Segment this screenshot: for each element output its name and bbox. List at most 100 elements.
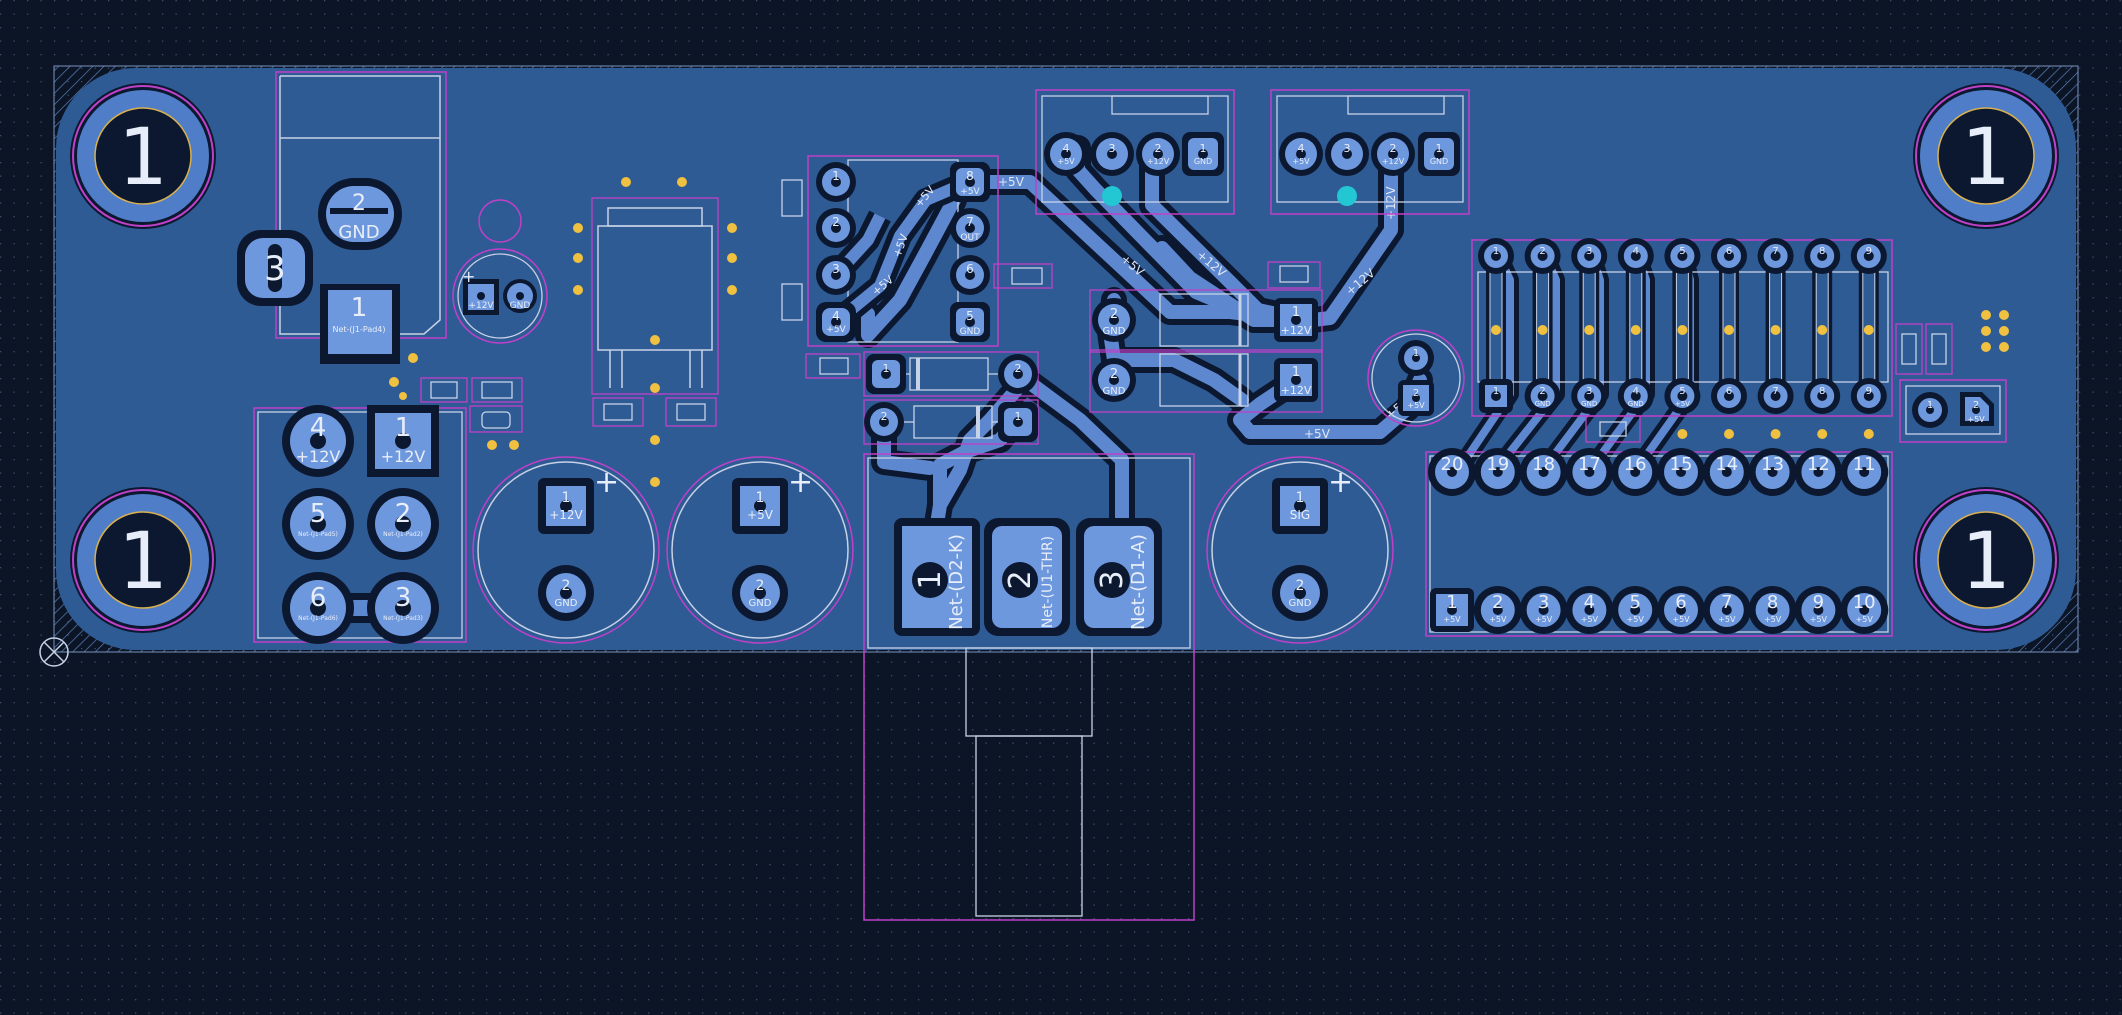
mounting-hole-tr[interactable]: 1 [1912, 82, 2060, 230]
mounting-hole-bl[interactable]: 1 [69, 486, 217, 634]
pad-number: 1 [395, 413, 412, 443]
ic20-bottom-pin[interactable]: 2+5V [1473, 586, 1522, 634]
pin-number: 1 [913, 570, 948, 589]
pin-number: 4 [1633, 246, 1639, 257]
ic20-top-pin[interactable]: 16 [1611, 448, 1660, 496]
ic20-top-pin[interactable]: 13 [1748, 448, 1797, 496]
pad-5[interactable]: 5 Net-(J1-Pad5) [282, 488, 354, 560]
capacitor-5v[interactable]: + 1 +5V 2 GND [666, 456, 854, 644]
connector-row-1[interactable]: 2 GND 1 +12V [1089, 289, 1323, 353]
resistor-top-pin[interactable]: 4 [1617, 238, 1654, 274]
pad-4[interactable]: 4 +12V [282, 405, 354, 477]
ic20-top-pin[interactable]: 19 [1473, 448, 1522, 496]
ic20-bottom-pin[interactable]: 4+5V [1565, 586, 1614, 634]
resistor-top-pin[interactable]: 1 [1478, 238, 1514, 274]
resistor-bottom-pin[interactable]: 1 [1479, 379, 1513, 413]
pin-net: +12V [1281, 384, 1312, 397]
capacitor-12v[interactable]: + 1 +12V 2 GND [472, 456, 660, 644]
small-capacitor[interactable]: + +12V GND [452, 248, 548, 344]
header-4pin-b[interactable]: 4 +5V 3 2 +12V 1 GND [1270, 89, 1470, 215]
pad-net: GND [1289, 598, 1312, 609]
resistor-bottom-pin[interactable]: 9 [1850, 378, 1887, 414]
pin-net: GND [1430, 157, 1448, 166]
ic20-bottom-pin[interactable]: 10+5V [1840, 586, 1889, 634]
pad-number: 6 [310, 583, 327, 613]
smd-pad-ra[interactable] [1585, 415, 1641, 443]
pad-6[interactable]: 6 Net-(J1-Pad6) [282, 572, 354, 644]
polarity-mark: + [462, 267, 475, 286]
six-pin-connector[interactable]: 4 +12V 1 +12V 5 Net-(J1-Pad5) 2 Net-(J1-… [253, 405, 467, 644]
pin-number: 3 [1344, 142, 1351, 155]
pin-number: 4 [1584, 592, 1595, 613]
pin-net: +5V [1581, 615, 1599, 624]
via [1863, 325, 1874, 335]
pin-net: +5V [1675, 400, 1690, 408]
pad-3[interactable]: 3 Net-(J1-Pad3) [367, 572, 439, 644]
capacitor-sig[interactable]: + 1 SIG 2 GND [1206, 456, 1394, 644]
resistor-top-pin[interactable]: 6 [1711, 238, 1747, 274]
ic20-bottom-pin[interactable]: 9+5V [1794, 586, 1843, 634]
pad-net: Net-(J1-Pad5) [298, 531, 338, 538]
resistor-top-pin[interactable]: 7 [1757, 238, 1794, 274]
resistor-top-pin[interactable]: 3 [1571, 238, 1608, 274]
terminal-pin-1[interactable]: 1 Net-(D2-K) [894, 518, 980, 636]
pin-number: 1 [1015, 410, 1022, 423]
terminal-pin-2[interactable]: 2 Net-(U1-THR) [984, 518, 1070, 636]
pin-number: 1 [1493, 246, 1499, 257]
connector-row-2[interactable]: 2 GND 1 +12V [1089, 349, 1323, 413]
ic-8pin[interactable]: +5V +5V +5V 1 2 3 4 +5V 8 +5V 7 OUT 6 5 … [781, 155, 1053, 379]
pin-net: GND [1194, 157, 1212, 166]
voltage-regulator[interactable] [591, 197, 719, 427]
ic20-bottom-pin[interactable]: 6+5V [1657, 586, 1705, 634]
terminal-block-3pin[interactable]: 1 Net-(D2-K) 2 Net-(U1-THR) 3 Net-(D1-A) [863, 453, 1195, 921]
ic20-top-pin[interactable]: 18 [1519, 448, 1568, 496]
mounting-hole-label: 1 [1961, 113, 2011, 203]
pad-net: GND [749, 598, 772, 609]
resistor-top-pin[interactable]: 2 [1524, 238, 1561, 274]
pad-2[interactable]: 2 Net-(J1-Pad2) [367, 488, 439, 560]
terminal-pin-3[interactable]: 3 Net-(D1-A) [1076, 518, 1162, 636]
resistor-top-pin[interactable]: 9 [1850, 238, 1887, 274]
ic20-top-pin[interactable]: 12 [1794, 448, 1843, 496]
ic20-top-pin[interactable]: 17 [1565, 448, 1614, 496]
potentiometer[interactable]: 1 2 +5V [1367, 329, 1465, 427]
ic20-top-pin[interactable]: 20 [1428, 448, 1476, 496]
pad-1[interactable]: 1 +12V [367, 405, 439, 477]
ic20-bottom-pin[interactable]: 3+5V [1519, 586, 1568, 634]
ic20-bottom-pin[interactable]: 8+5V [1748, 586, 1797, 634]
ic20-top-pin[interactable]: 15 [1657, 448, 1705, 496]
ic8-right-pins[interactable]: 8 +5V 7 OUT 6 5 GND [950, 162, 990, 342]
mounting-hole-tl[interactable]: 1 [69, 82, 217, 230]
resistor-bottom-pin[interactable]: 6 [1711, 378, 1747, 414]
small-connector-2pin[interactable]: 1 2 +5V [1899, 379, 2007, 443]
smd-pad-mid[interactable] [1267, 261, 1321, 289]
mounting-hole-label: 1 [118, 113, 168, 203]
smd-pads-left[interactable] [420, 377, 523, 433]
ic20-bottom-pin[interactable]: 5+5V [1611, 586, 1660, 634]
ic20-top-pin[interactable]: 11 [1840, 448, 1889, 496]
mounting-hole-br[interactable]: 1 [1912, 486, 2060, 634]
ic20-top-pin[interactable]: 14 [1702, 448, 1751, 496]
resistor-bottom-pin[interactable]: 8 [1804, 378, 1841, 414]
resistor-bottom-pin[interactable]: 5+5V [1664, 378, 1701, 414]
pin-net: +12V [1382, 157, 1405, 166]
ic20-bottom-pin[interactable]: 7+5V [1702, 586, 1751, 634]
resistor-top-pin[interactable]: 5 [1664, 238, 1701, 274]
resistor-bottom-pin[interactable]: 7 [1757, 378, 1794, 414]
diode-d2[interactable]: 2 1 [863, 399, 1039, 445]
ic8-left-pins[interactable]: 1 2 3 4 +5V [816, 162, 856, 342]
trace-label: +5V [1304, 427, 1331, 441]
diode-d1[interactable]: 1 2 [863, 351, 1039, 397]
smd-pads-right[interactable] [1895, 323, 1953, 375]
power-jack[interactable]: 2 GND 3 1 Net-(J1-Pad4) [237, 71, 447, 364]
header-4pin-a[interactable]: 4 +5V 3 2 +12V 1 GND [1035, 89, 1235, 215]
pad-number: 5 [310, 499, 327, 529]
ic20-bottom-pin[interactable]: 1+5V [1430, 588, 1474, 632]
resistor-top-pin[interactable]: 8 [1804, 238, 1841, 274]
